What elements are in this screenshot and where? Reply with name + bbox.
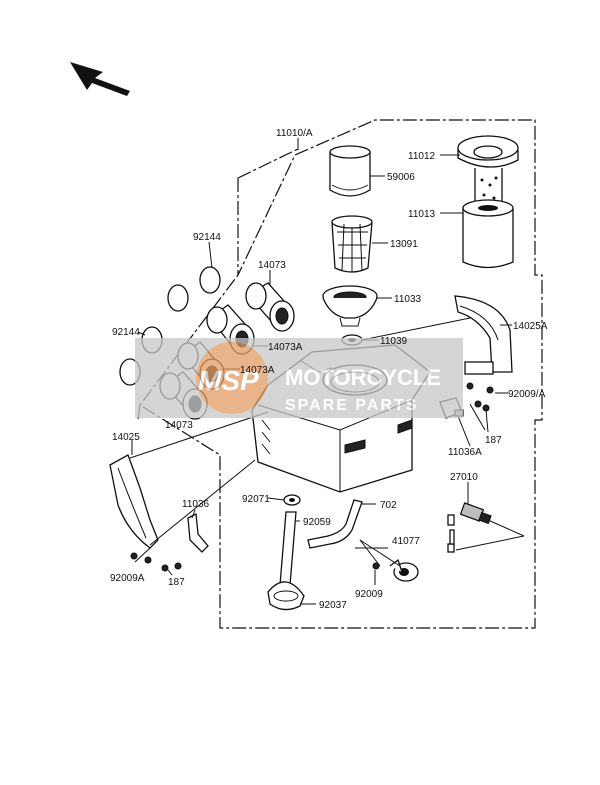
hose-92059 [279,511,297,586]
filter-element-11013 [462,199,514,269]
side-cover-14025A [454,295,513,375]
label-92009: 92009 [355,589,383,600]
label-11012: 11012 [408,151,436,162]
switch-41077 [372,558,419,582]
fasteners [130,382,494,572]
label-13091: 13091 [390,239,418,250]
label-92144-upper: 92144 [193,232,221,243]
label-14073A-upper: 14073A [268,342,303,353]
watermark: MSP MOTORCYCLE SPARE PARTS [135,338,463,418]
part-labels: 11010/A 59006 11012 11013 13091 92144 14… [110,128,548,611]
watermark-line2: SPARE PARTS [285,397,418,414]
label-187-right: 187 [485,435,502,446]
label-27010: 27010 [450,472,478,483]
grommet-92071 [283,494,301,506]
sensor-27010 [447,502,492,553]
label-92144-lower: 92144 [112,327,140,338]
label-92037: 92037 [319,600,347,611]
filler-cap-11012 [457,135,519,210]
label-11039: 11039 [380,336,408,347]
label-11036A: 11036A [448,447,482,458]
clamp-92037 [267,581,305,611]
label-59006: 59006 [387,172,415,183]
label-11033: 11033 [394,294,422,305]
filter-cover-59006 [329,145,371,197]
label-92009A-left: 92009A [110,573,145,584]
label-187-left: 187 [168,577,185,588]
label-11036: 11036 [182,499,210,510]
hose-702 [307,499,363,549]
label-11010A: 11010/A [276,128,313,139]
side-cover-14025 [109,454,159,549]
direction-arrow-icon [70,62,130,96]
assembly-outline [139,119,543,629]
label-41077: 41077 [392,536,420,547]
label-92071: 92071 [242,494,270,505]
label-14073A-lower: 14073A [240,365,275,376]
label-14073-top: 14073 [258,260,286,271]
watermark-badge: MSP [198,365,259,396]
label-11013: 11013 [408,209,436,220]
watermark-line1: MOTORCYCLE [285,365,441,390]
screen-13091 [331,215,373,273]
duct-14073-top [245,282,295,332]
label-92059: 92059 [303,517,331,528]
label-92009A-right: 92009/A [508,389,546,400]
bracket-11036 [187,512,209,553]
label-14025: 14025 [112,432,140,443]
funnel-11033 [322,285,378,327]
label-14073-bottom: 14073 [165,420,193,431]
label-14025A: 14025A [513,321,548,332]
label-702: 702 [380,500,397,511]
